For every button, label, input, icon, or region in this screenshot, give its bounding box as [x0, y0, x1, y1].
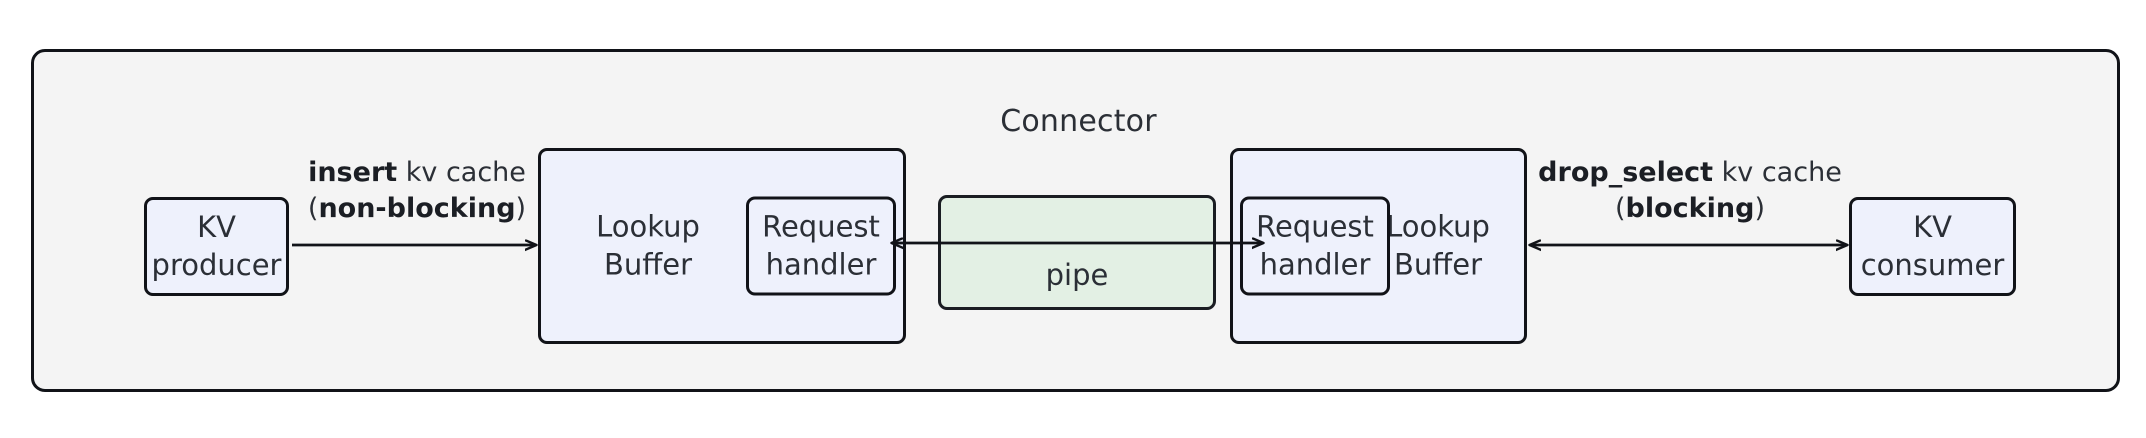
edge-label-drop-select-rest: kv cache [1713, 157, 1842, 188]
node-kv-producer[interactable]: KV producer [144, 197, 289, 296]
edge-label-drop-select-line1: drop_select kv cache [1520, 155, 1860, 191]
connector-title: Connector [1000, 104, 1157, 139]
node-kv-consumer[interactable]: KV consumer [1849, 197, 2016, 296]
node-pipe[interactable]: pipe [938, 195, 1216, 310]
node-request-handler-left[interactable]: Request handler [746, 196, 896, 296]
node-lookup-buffer-left[interactable]: Lookup Buffer Request handler [538, 148, 906, 344]
edge-label-insert: insert kv cache (non-blocking) [288, 155, 546, 227]
edge-label-insert-line1: insert kv cache [288, 155, 546, 191]
edge-label-insert-mode: non-blocking [318, 193, 516, 225]
paren-open: ( [1615, 193, 1626, 225]
edge-label-insert-rest: kv cache [397, 157, 526, 188]
edge-label-drop-select: drop_select kv cache (blocking) [1520, 155, 1860, 227]
node-lookup-buffer-right[interactable]: Request handler Lookup Buffer [1230, 148, 1527, 344]
paren-close: ) [515, 193, 527, 225]
node-request-handler-right[interactable]: Request handler [1240, 196, 1390, 296]
paren-close: ) [1754, 193, 1765, 225]
lookup-buffer-right-label: Lookup Buffer [1386, 209, 1490, 281]
paren-open: ( [307, 193, 319, 225]
lookup-buffer-left-label: Lookup Buffer [596, 209, 700, 281]
edge-label-insert-bold: insert [308, 157, 398, 188]
edge-label-insert-line2: (non-blocking) [288, 191, 546, 227]
edge-label-drop-select-line2: (blocking) [1520, 191, 1860, 227]
edge-label-drop-select-mode: blocking [1625, 193, 1755, 225]
edge-label-drop-select-bold: drop_select [1538, 157, 1714, 188]
